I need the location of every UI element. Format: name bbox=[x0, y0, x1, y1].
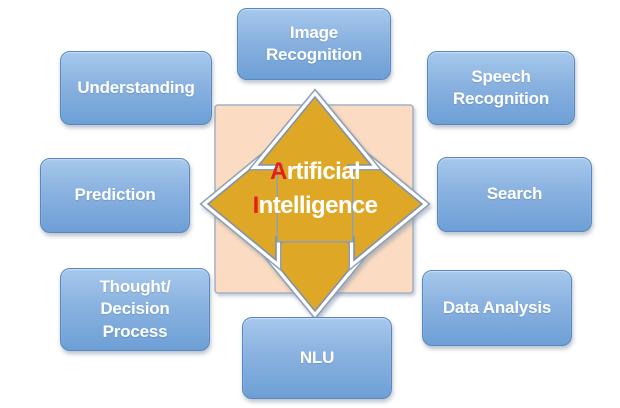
arrow-hub bbox=[278, 167, 352, 241]
node-label: NLU bbox=[299, 347, 335, 367]
node-speech-recognition: Speech Recognition bbox=[427, 51, 575, 125]
node-label: Prediction bbox=[74, 185, 156, 205]
node-prediction: Prediction bbox=[40, 158, 190, 233]
quad-arrow bbox=[199, 88, 431, 320]
node-label: Image Recognition bbox=[265, 22, 362, 64]
node-label: Data Analysis bbox=[442, 297, 552, 317]
node-understanding: Understanding bbox=[60, 51, 212, 125]
node-label: Understanding bbox=[77, 77, 195, 97]
node-nlu: NLU bbox=[242, 317, 392, 399]
node-thought-decision-process: Thought/ Decision Process bbox=[60, 268, 210, 351]
node-data-analysis: Data Analysis bbox=[422, 270, 572, 346]
node-image-recognition: Image Recognition bbox=[237, 8, 391, 80]
node-search: Search bbox=[437, 157, 592, 232]
node-label: Speech Recognition bbox=[452, 66, 549, 108]
node-label: Thought/ Decision Process bbox=[99, 277, 171, 341]
node-label: Search bbox=[486, 184, 543, 204]
center-graphic bbox=[199, 88, 431, 320]
